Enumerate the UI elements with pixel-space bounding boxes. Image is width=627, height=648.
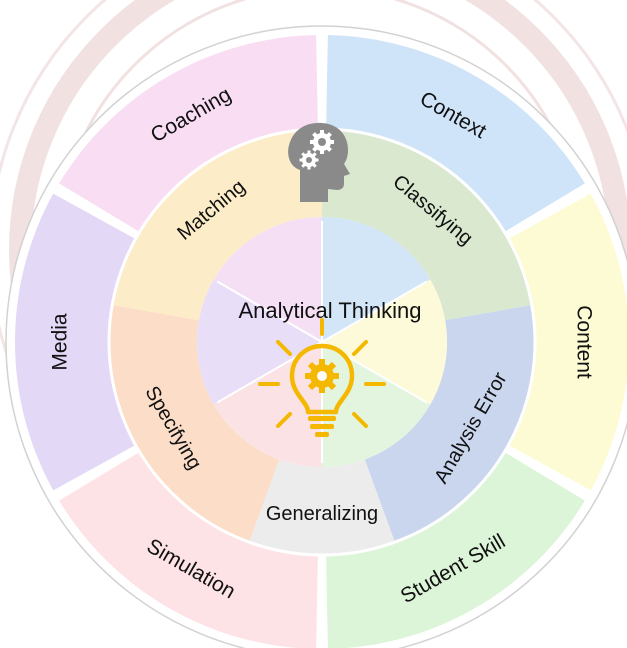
outer-segment-media xyxy=(15,193,136,491)
core-sector-1 xyxy=(322,217,431,342)
gear-small-tooth xyxy=(307,150,311,155)
center-title: Analytical Thinking xyxy=(238,298,421,323)
inner-segment-classifying xyxy=(322,129,532,321)
outer-segment-context xyxy=(326,35,585,232)
gear-small-hub xyxy=(306,157,312,163)
bulb-gear-tooth xyxy=(319,359,325,365)
gear-small-tooth xyxy=(299,158,304,162)
core-sector-4 xyxy=(213,342,322,467)
gear-small-tooth xyxy=(301,152,307,158)
bulb-ray xyxy=(276,412,292,428)
gear-large-tooth xyxy=(325,132,332,139)
icons xyxy=(258,122,386,437)
gear-small-tooth xyxy=(301,162,307,168)
core-divider-2 xyxy=(321,280,428,343)
bulb-outline xyxy=(289,343,355,415)
gear-large-tooth xyxy=(312,132,319,139)
bulb-base-1 xyxy=(308,416,336,421)
head-silhouette xyxy=(288,122,350,202)
segment-dividers xyxy=(107,127,537,557)
inner-segment-generalizing xyxy=(249,459,395,556)
bulb-base-2 xyxy=(310,424,334,429)
gear-large-tooth xyxy=(320,130,324,135)
core-sector-6 xyxy=(213,217,322,342)
bulb-base-3 xyxy=(315,432,329,437)
inner-segment-analysis-error xyxy=(364,305,535,543)
outer-segment-coaching xyxy=(59,35,318,232)
inner-segment-specifying xyxy=(108,305,280,543)
gear-large-tooth xyxy=(310,140,315,144)
gear-large-tooth xyxy=(320,149,324,154)
inner-ring xyxy=(108,129,535,556)
gear-small-tooth xyxy=(311,152,317,158)
gear-small-tooth xyxy=(311,162,317,168)
outer-label-media: Media xyxy=(49,313,72,371)
bulb-ray xyxy=(276,340,292,356)
gear-large-tooth xyxy=(325,145,332,152)
gear-large-hub xyxy=(318,138,326,146)
outer-label-content: Content xyxy=(573,305,596,379)
head-gears-icon xyxy=(288,122,350,202)
core-sector-3 xyxy=(322,342,431,467)
outer-segment-simulation xyxy=(59,452,318,648)
gear-large-tooth xyxy=(312,145,319,152)
core-sector-5 xyxy=(197,279,322,405)
bulb-gear-tooth xyxy=(305,373,311,379)
core-divider-6 xyxy=(216,280,323,343)
bulb-gear-hub xyxy=(317,371,327,381)
bulb-gear-tooth xyxy=(319,387,325,393)
core-sector-2 xyxy=(322,279,447,405)
gear-large-tooth xyxy=(329,140,334,144)
bulb-ray xyxy=(352,412,368,428)
inner-label-generalizing: Generalizing xyxy=(266,503,378,525)
bulb-gear-tooth xyxy=(333,373,339,379)
outer-segment-student-skill xyxy=(326,452,585,648)
lightbulb-gear-icon xyxy=(258,318,386,437)
gear-small-tooth xyxy=(307,165,311,170)
outer-segment-content xyxy=(508,193,627,491)
bulb-ray xyxy=(352,340,368,356)
inner-segment-matching xyxy=(112,129,322,321)
center-core xyxy=(197,217,447,467)
gear-small-tooth xyxy=(314,158,319,162)
